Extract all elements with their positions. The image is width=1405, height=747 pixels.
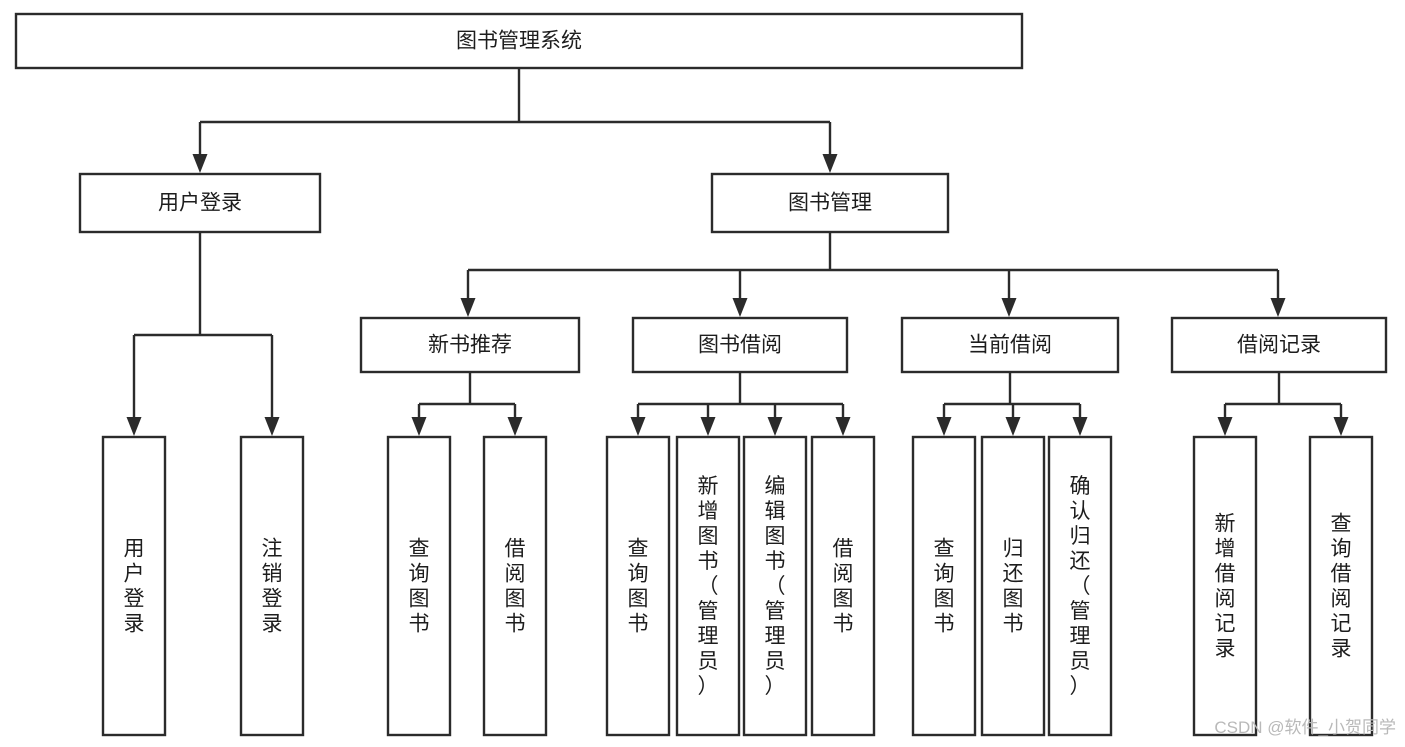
arrow-head-icon [936,417,952,436]
connectors-layer [126,68,1349,436]
node-box[interactable] [386,435,452,737]
node-leaf-新增图书管理员[interactable]: 新增图书（管理员） [675,435,741,737]
node-l2-用户登录[interactable]: 用户登录 [78,172,322,234]
node-leaf-归还图书[interactable]: 归还图书 [980,435,1046,737]
node-leaf-编辑图书管理员[interactable]: 编辑图书（管理员） [742,435,808,737]
node-box[interactable] [78,172,322,234]
node-label: 图书借阅 [698,334,782,357]
node-label: 用户登录 [158,192,242,215]
arrow-head-icon [1001,298,1017,317]
arrow-head-icon [192,154,208,173]
node-l3-图书借阅[interactable]: 图书借阅 [631,316,849,374]
node-leaf-借阅图书[interactable]: 借阅图书 [810,435,876,737]
node-box[interactable] [482,435,548,737]
node-leaf-用户登录[interactable]: 用户登录 [101,435,167,737]
arrow-head-icon [1333,417,1349,436]
arrow-head-icon [411,417,427,436]
node-box[interactable] [101,435,167,737]
node-label: 确认归还（管理员） [1070,475,1091,698]
node-label: 查询图书 [409,538,430,636]
connector-root-to-level2 [192,68,838,173]
connector-borrow-to-leaves [630,372,851,436]
node-label: 借阅图书 [505,538,526,636]
connector-current-borrow-to-leaves [936,372,1088,436]
node-box[interactable] [359,316,581,374]
node-label: 查询图书 [934,538,955,636]
node-box[interactable] [1047,435,1113,737]
node-label: 注销登录 [262,538,283,636]
node-l2-图书管理[interactable]: 图书管理 [710,172,950,234]
connector-user-login-to-leaves [126,232,280,436]
node-label: 用户登录 [124,538,145,636]
connector-book-manage-to-level3 [460,232,1286,317]
arrow-head-icon [1072,417,1088,436]
node-box[interactable] [675,435,741,737]
node-label: 查询图书 [628,538,649,636]
node-box[interactable] [810,435,876,737]
node-label: 新增图书（管理员） [698,475,719,698]
node-box[interactable] [631,316,849,374]
node-box[interactable] [1308,435,1374,737]
node-label: 归还图书 [1003,538,1024,636]
arrow-head-icon [126,417,142,436]
node-box[interactable] [14,12,1024,70]
node-box[interactable] [710,172,950,234]
node-box[interactable] [239,435,305,737]
connector-records-to-leaves [1217,372,1349,436]
node-leaf-查询图书[interactable]: 查询图书 [605,435,671,737]
node-label: 查询借阅记录 [1331,513,1352,661]
node-box[interactable] [1170,316,1388,374]
node-leaf-借阅图书[interactable]: 借阅图书 [482,435,548,737]
arrow-head-icon [767,417,783,436]
arrow-head-icon [835,417,851,436]
node-label: 新增借阅记录 [1215,513,1236,661]
node-label: 借阅记录 [1237,334,1321,357]
node-box[interactable] [911,435,977,737]
node-root-图书管理系统[interactable]: 图书管理系统 [14,12,1024,70]
node-l3-新书推荐[interactable]: 新书推荐 [359,316,581,374]
nodes-layer: 图书管理系统用户登录图书管理新书推荐图书借阅当前借阅借阅记录用户登录注销登录查询… [14,12,1388,737]
node-l3-当前借阅[interactable]: 当前借阅 [900,316,1120,374]
node-box[interactable] [605,435,671,737]
connector-new-book-to-leaves [411,372,523,436]
node-label: 新书推荐 [428,334,512,357]
node-box[interactable] [742,435,808,737]
node-leaf-注销登录[interactable]: 注销登录 [239,435,305,737]
arrow-head-icon [507,417,523,436]
node-leaf-查询图书[interactable]: 查询图书 [386,435,452,737]
node-box[interactable] [900,316,1120,374]
node-label: 图书管理 [788,192,872,215]
arrow-head-icon [264,417,280,436]
arrow-head-icon [460,298,476,317]
arrow-head-icon [1005,417,1021,436]
arrow-head-icon [630,417,646,436]
node-l3-借阅记录[interactable]: 借阅记录 [1170,316,1388,374]
node-leaf-查询借阅记录[interactable]: 查询借阅记录 [1308,435,1374,737]
arrow-head-icon [1217,417,1233,436]
node-label: 当前借阅 [968,334,1052,357]
csdn-watermark: CSDN @软件_小贺同学 [1214,718,1396,737]
node-box[interactable] [980,435,1046,737]
node-label: 图书管理系统 [456,30,582,53]
node-leaf-确认归还管理员[interactable]: 确认归还（管理员） [1047,435,1113,737]
node-box[interactable] [1192,435,1258,737]
arrow-head-icon [822,154,838,173]
node-label: 借阅图书 [833,538,854,636]
node-leaf-新增借阅记录[interactable]: 新增借阅记录 [1192,435,1258,737]
arrow-head-icon [732,298,748,317]
arrow-head-icon [1270,298,1286,317]
node-label: 编辑图书（管理员） [765,475,786,698]
arrow-head-icon [700,417,716,436]
node-leaf-查询图书[interactable]: 查询图书 [911,435,977,737]
